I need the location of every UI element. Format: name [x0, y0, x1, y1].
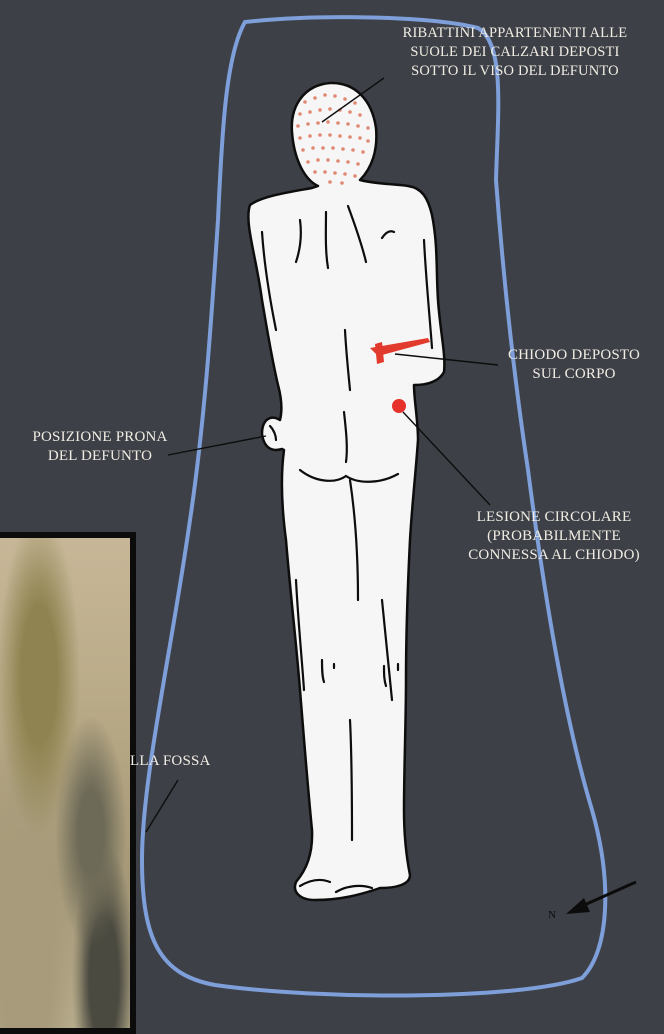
body-figure [248, 83, 444, 900]
label-position: POSIZIONE PRONA DEL DEFUNTO [12, 428, 188, 466]
lesion-marker [392, 399, 406, 413]
label-pit: LLA FOSSA [130, 752, 250, 771]
label-lesion: LESIONE CIRCOLARE (PROBABILMENTE CONNESS… [446, 508, 662, 565]
label-nail: CHIODO DEPOSTO SUL CORPO [486, 346, 662, 384]
body-outline [248, 83, 444, 900]
excavation-photo-inset [0, 532, 136, 1034]
label-shoe-nails: RIBATTINI APPARTENENTI ALLE SUOLE DEI CA… [372, 24, 658, 81]
north-arrow [566, 882, 636, 914]
leader-pit [146, 780, 178, 832]
north-label: N [548, 906, 568, 925]
